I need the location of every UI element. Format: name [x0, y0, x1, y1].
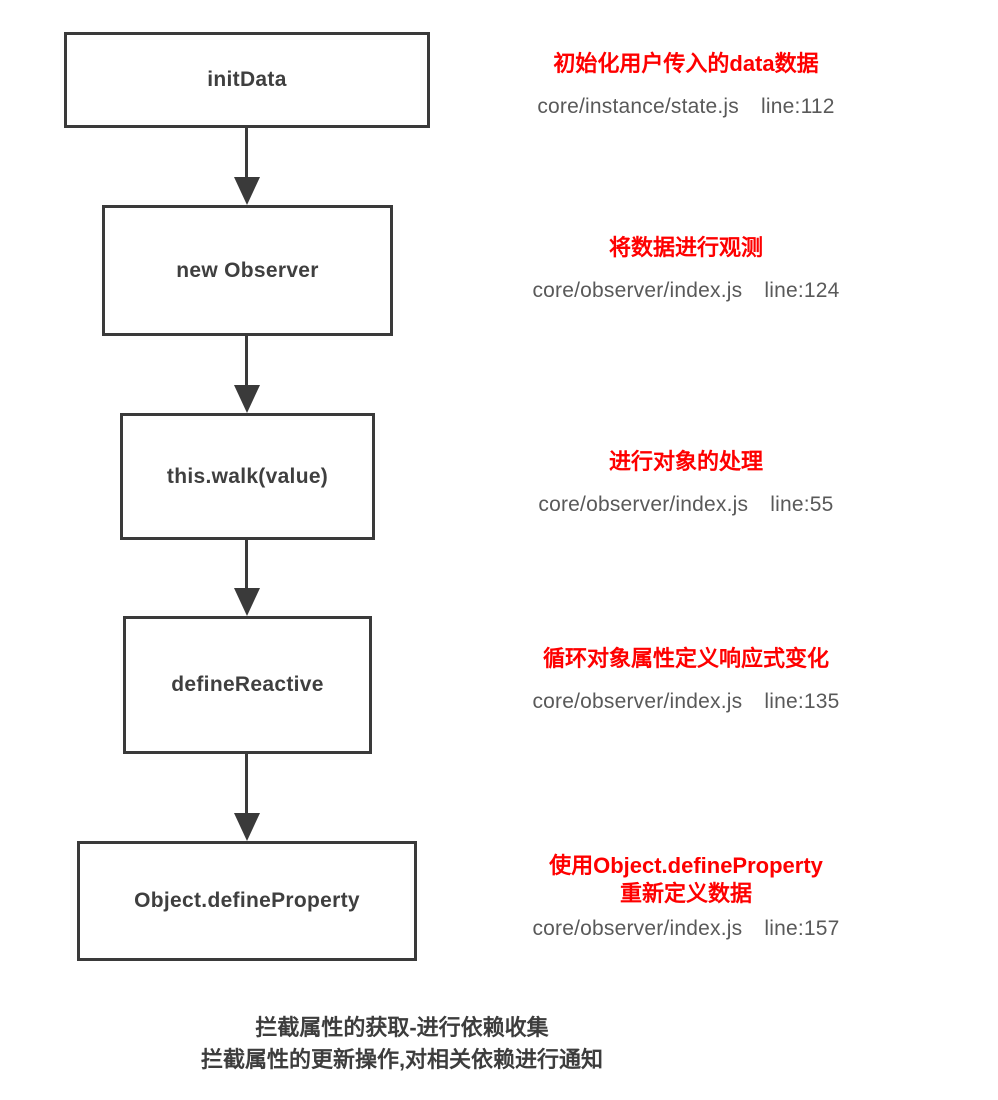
- arrow-head-icon: [234, 588, 260, 616]
- flow-arrow-1: [234, 128, 260, 205]
- note-source: core/instance/state.js line:112: [460, 95, 912, 119]
- note-title: 使用Object.defineProperty 重新定义数据: [549, 853, 823, 906]
- file-path: core/observer/index.js: [532, 690, 743, 713]
- arrow-shaft: [245, 754, 248, 815]
- flow-arrow-3: [234, 540, 260, 616]
- flow-node-definereactive: defineReactive: [123, 616, 372, 754]
- arrow-head-icon: [234, 385, 260, 413]
- flow-node-object-defineproperty: Object.defineProperty: [77, 841, 417, 961]
- flow-node-new-observer: new Observer: [102, 205, 393, 336]
- arrow-shaft: [245, 128, 248, 179]
- flow-node-label: Object.defineProperty: [134, 889, 360, 912]
- step-note-this-walk: 进行对象的处理 core/observer/index.js line:55: [460, 448, 912, 517]
- step-note-initdata: 初始化用户传入的data数据 core/instance/state.js li…: [460, 50, 912, 119]
- footer-line-1: 拦截属性的获取-进行依赖收集: [255, 1015, 549, 1040]
- note-source: core/observer/index.js line:157: [460, 917, 912, 941]
- step-note-definereactive: 循环对象属性定义响应式变化 core/observer/index.js lin…: [460, 645, 912, 714]
- note-source: core/observer/index.js line:124: [460, 279, 912, 303]
- note-title: 初始化用户传入的data数据: [553, 51, 819, 76]
- file-path: core/instance/state.js: [537, 95, 739, 118]
- note-title: 进行对象的处理: [608, 449, 763, 474]
- flow-node-label: defineReactive: [171, 673, 324, 696]
- flow-node-initdata: initData: [64, 32, 430, 128]
- line-number: line:135: [764, 690, 840, 713]
- flow-arrow-2: [234, 336, 260, 413]
- file-path: core/observer/index.js: [538, 493, 749, 516]
- arrow-head-icon: [234, 813, 260, 841]
- footer-caption: 拦截属性的获取-进行依赖收集 拦截属性的更新操作,对相关依赖进行通知: [100, 1012, 704, 1076]
- flow-node-label: new Observer: [176, 258, 319, 282]
- file-path: core/observer/index.js: [532, 917, 743, 940]
- step-note-new-observer: 将数据进行观测 core/observer/index.js line:124: [460, 234, 912, 303]
- flow-node-label: initData: [207, 68, 287, 91]
- line-number: line:112: [761, 95, 835, 118]
- arrow-head-icon: [234, 177, 260, 205]
- line-number: line:157: [764, 917, 840, 940]
- arrow-shaft: [245, 540, 248, 590]
- flow-node-this-walk: this.walk(value): [120, 413, 375, 540]
- footer-line-2: 拦截属性的更新操作,对相关依赖进行通知: [200, 1047, 604, 1072]
- step-note-object-defineproperty: 使用Object.defineProperty 重新定义数据 core/obse…: [460, 852, 912, 941]
- note-title: 循环对象属性定义响应式变化: [542, 646, 829, 671]
- arrow-shaft: [245, 336, 248, 387]
- flow-arrow-4: [234, 754, 260, 841]
- flow-node-label: this.walk(value): [166, 464, 329, 488]
- note-source: core/observer/index.js line:55: [460, 493, 912, 517]
- note-title: 将数据进行观测: [608, 235, 763, 260]
- file-path: core/observer/index.js: [532, 279, 743, 302]
- line-number: line:124: [764, 279, 840, 302]
- line-number: line:55: [770, 493, 834, 516]
- note-source: core/observer/index.js line:135: [460, 690, 912, 714]
